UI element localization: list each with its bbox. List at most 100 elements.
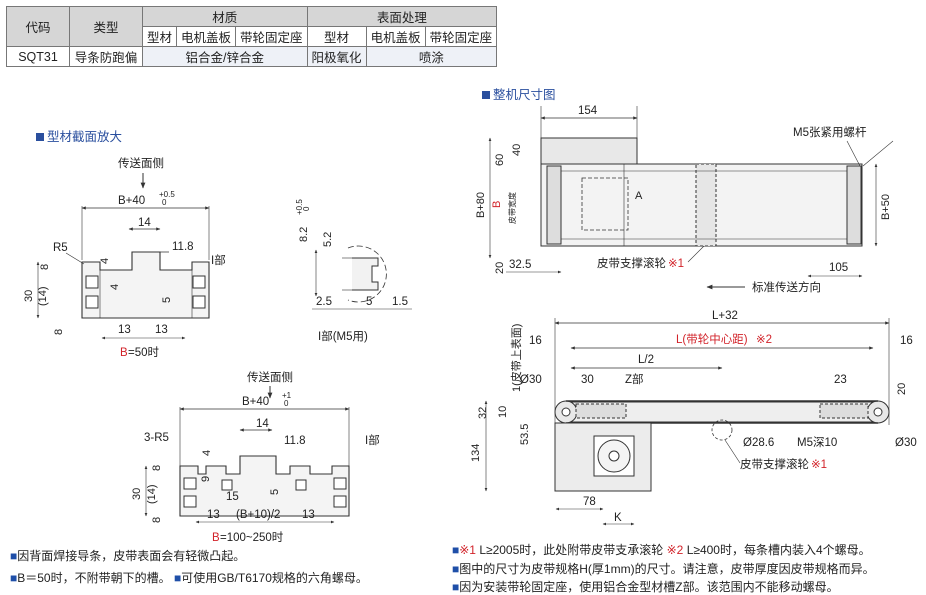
top-caption-b: B [120, 347, 128, 359]
note-bullet-icon: ■ [10, 549, 18, 563]
overall-section-title-text: 整机尺寸图 [493, 88, 556, 102]
sub-s-motor-cover: 电机盖板 [365, 26, 426, 47]
top-dim-30: 30 [23, 290, 35, 302]
note-bullet-icon: ■ [452, 543, 460, 557]
bottom-dim-3r5: 3-R5 [144, 432, 169, 444]
bottom-tol-dn: 0 [284, 399, 289, 408]
plan-view-drawing: 154 A 60 40 B+80 B 皮带宽度 20 32.5 105 B+50… [475, 105, 894, 294]
bottom-caption-rest: =100~250时 [220, 531, 284, 544]
top-dim-13b: 13 [155, 324, 168, 336]
top-dim-i-part: I部 [211, 253, 226, 267]
top-dim-r5: R5 [53, 242, 68, 254]
bottom-dim-9: 9 [200, 476, 212, 482]
hdr-code: 代码 [6, 6, 70, 47]
side-dim-53-5: 53.5 [519, 424, 531, 445]
val-surface-other: 喷涂 [365, 46, 498, 67]
overall-section-title: 整机尺寸图 [482, 84, 556, 103]
bottom-dim-b10: (B+10)/2 [236, 509, 280, 521]
note-right-1-text1: L≥2005时，此处附带皮带支承滚轮 [475, 543, 664, 557]
plan-dim-b: B [491, 201, 503, 208]
top-direction-label: 传送面侧 [118, 156, 164, 170]
detail-dim-8-2: 8.2 [298, 227, 310, 242]
side-dim-l2: L/2 [638, 354, 654, 366]
top-dim-11-8: 11.8 [172, 241, 194, 253]
bottom-dim-8a: 8 [151, 465, 163, 471]
hdr-surface: 表面处理 [306, 6, 498, 27]
plan-dim-32-5: 32.5 [509, 259, 531, 271]
square-bullet-icon [482, 91, 490, 99]
note-bullet-icon: ■ [10, 571, 18, 585]
note-right-2: ■图中的尺寸为皮带规格H(厚1mm)的尺寸。请注意，皮带厚度因皮带规格而异。 [452, 560, 875, 577]
val-type: 导条防跑偏 [69, 46, 143, 67]
sub-profile: 型材 [141, 26, 178, 47]
side-view-drawing: L+32 16 16 L(带轮中心距) ※2 L/2 1(皮带上表面) Ø30 … [470, 310, 917, 526]
detail-tol-up: +0.5 [295, 199, 304, 215]
bottom-dim-13a: 13 [207, 509, 220, 521]
side-dim-note2: ※2 [756, 334, 772, 346]
top-dim-14: 14 [138, 217, 151, 229]
bottom-dim-14: 14 [256, 418, 269, 430]
note-right-3-text: 因为安装带轮固定座，使用铝合金型材槽Z部。该范围内不能移动螺母。 [459, 580, 839, 594]
note-left-1-text: 因背面焊接导条，皮带表面会有轻微凸起。 [17, 549, 246, 563]
sub-s-profile: 型材 [306, 26, 367, 47]
top-dim-14p: (14) [37, 286, 49, 306]
side-dim-10: 10 [497, 406, 509, 418]
profile-section-title-text: 型材截面放大 [47, 130, 123, 144]
note-right-1-ref1: ※1 [459, 543, 476, 557]
bottom-dim-13b: 13 [302, 509, 315, 521]
plan-dim-belt-width: 皮带宽度 [507, 192, 517, 224]
note-right-2-text: 图中的尺寸为皮带规格H(厚1mm)的尺寸。请注意，皮带厚度因皮带规格而异。 [459, 562, 875, 576]
note-right-1-ref2: ※2 [666, 543, 684, 557]
profile-section-title: 型材截面放大 [36, 126, 122, 145]
detail-dim-1-5: 1.5 [392, 296, 408, 308]
note-left-2-text: B＝50时，不附带朝下的槽。 [17, 571, 171, 585]
bottom-width-label: B+40 [242, 396, 269, 408]
bottom-dim-4: 4 [201, 450, 213, 456]
note-left-3-text: 可使用GB/T6170规格的六角螺母。 [181, 571, 368, 585]
side-dim-23: 23 [834, 374, 847, 386]
top-dim-8a: 8 [39, 264, 51, 270]
plan-dim-a: A [635, 190, 643, 202]
plan-dim-105: 105 [829, 262, 848, 274]
plan-dim-60: 60 [494, 154, 506, 166]
bottom-dim-30: 30 [131, 488, 143, 500]
bottom-dim-5: 5 [269, 489, 281, 495]
bottom-dim-14p: (14) [146, 484, 158, 504]
detail-dim-5-2: 5.2 [322, 232, 334, 247]
side-dim-16a: 16 [529, 335, 542, 347]
plan-dim-40: 40 [511, 144, 523, 156]
top-dim-13a: 13 [118, 324, 131, 336]
side-dim-belt-top: 1(皮带上表面) [509, 324, 523, 392]
hdr-material: 材质 [142, 6, 308, 27]
detail-label: I部(M5用) [318, 329, 368, 343]
val-surface-profile: 阳极氧化 [306, 46, 367, 67]
side-label-note1: ※1 [811, 459, 827, 471]
bottom-dim-11-8: 11.8 [284, 435, 306, 447]
side-dim-78: 78 [583, 496, 596, 508]
top-dim-8b: 8 [53, 329, 65, 335]
top-dim-4b: 4 [109, 284, 121, 290]
side-dim-d28-6: Ø28.6 [743, 437, 774, 449]
bottom-tol-up: +1 [282, 391, 292, 400]
top-dim-4a: 4 [99, 258, 111, 264]
note-bullet-icon: ■ [173, 571, 182, 585]
bottom-caption-b: B [212, 532, 220, 544]
spec-table: 代码 类型 材质 表面处理 型材 电机盖板 带轮固定座 型材 电机盖板 带轮固定… [6, 6, 498, 67]
bottom-direction-label: 传送面侧 [247, 370, 293, 384]
i-part-detail: 8.2 +0.5 0 5.2 2.5 5 1.5 I部(M5用) [295, 199, 412, 343]
plan-label-support-roller: 皮带支撑滚轮 [597, 256, 666, 270]
plan-dim-b80: B+80 [475, 192, 487, 218]
plan-dim-154: 154 [578, 105, 598, 117]
detail-tol-dn: 0 [302, 206, 311, 211]
side-dim-d30b: Ø30 [895, 437, 917, 449]
detail-dim-2-5: 2.5 [316, 296, 332, 308]
top-dim-5: 5 [161, 297, 173, 303]
top-tol-up: +0.5 [159, 190, 175, 199]
sub-s-pulley-mount: 带轮固定座 [424, 26, 498, 47]
note-right-1-text2: L≥400时，每条槽内装入4个螺母。 [683, 543, 871, 557]
plan-dim-20: 20 [494, 262, 506, 274]
note-right-1: ■※1 L≥2005时，此处附带皮带支承滚轮 ※2 L≥400时，每条槽内装入4… [452, 541, 871, 558]
side-dim-m5-depth: M5深10 [797, 435, 837, 449]
sub-motor-cover: 电机盖板 [176, 26, 237, 47]
